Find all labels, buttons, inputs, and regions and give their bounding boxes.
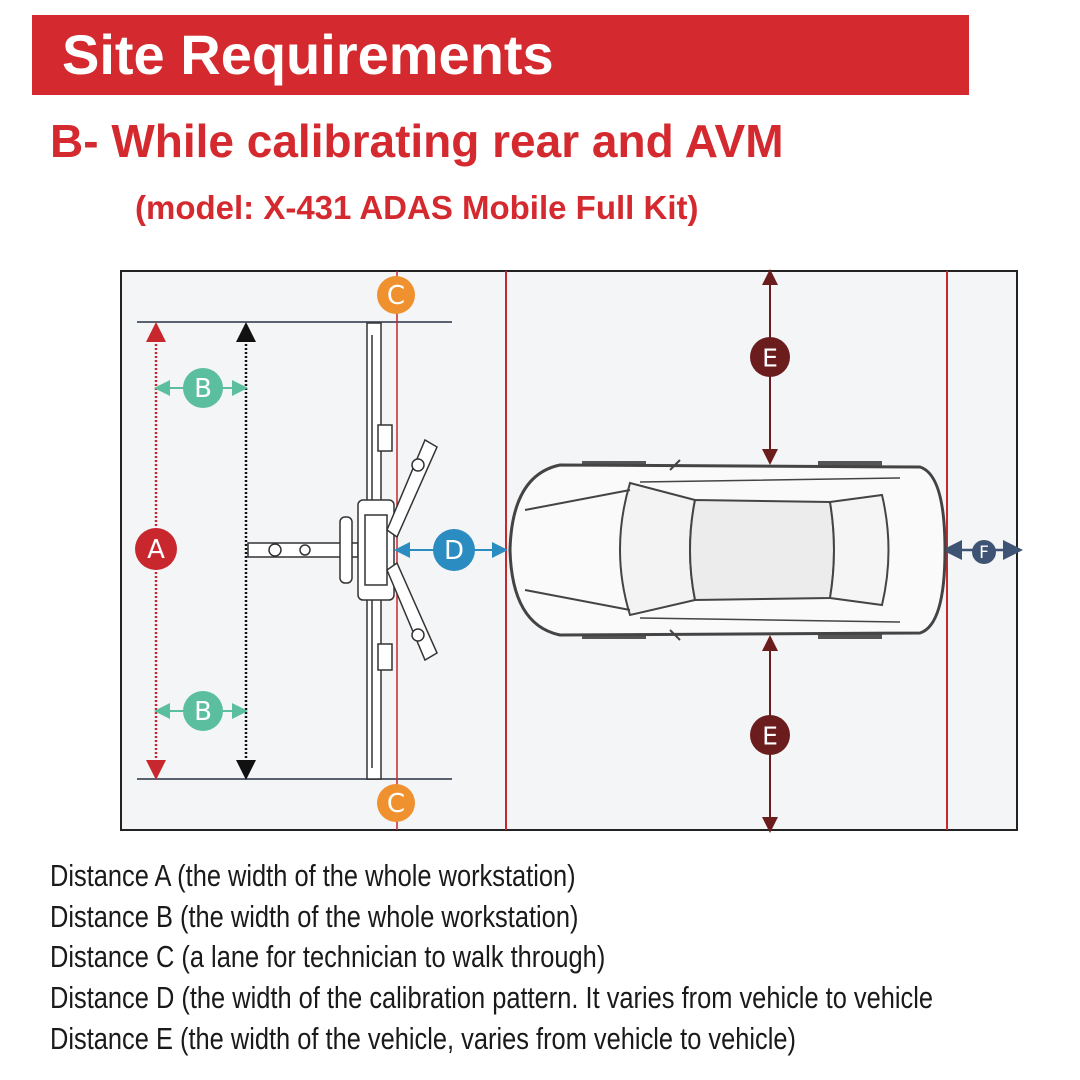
svg-text:B: B: [194, 697, 212, 727]
title-banner: Site Requirements: [32, 15, 969, 95]
legend-distance-c: Distance C (a lane for technician to wal…: [50, 939, 606, 975]
svg-text:C: C: [387, 789, 405, 819]
distance-legend: Distance A (the width of the whole works…: [50, 856, 1080, 1060]
label-e-top: E: [750, 337, 790, 377]
svg-text:E: E: [762, 344, 778, 373]
section-subtitle: B- While calibrating rear and AVM: [50, 115, 784, 167]
vehicle-top-view: [508, 459, 947, 641]
label-a: A: [135, 528, 177, 570]
label-d: D: [433, 529, 475, 571]
svg-text:A: A: [147, 535, 165, 565]
model-caption: (model: X-431 ADAS Mobile Full Kit): [135, 189, 699, 226]
label-e-bottom: E: [750, 715, 790, 755]
label-c-top: C: [377, 276, 415, 314]
svg-text:E: E: [762, 722, 778, 751]
legend-distance-d: Distance D (the width of the calibration…: [50, 980, 934, 1016]
legend-distance-b: Distance B (the width of the whole works…: [50, 898, 579, 934]
label-f: F: [972, 540, 996, 564]
label-b-top: B: [183, 368, 223, 408]
svg-text:C: C: [387, 281, 405, 311]
svg-text:D: D: [444, 536, 464, 566]
legend-distance-a: Distance A (the width of the whole works…: [50, 858, 576, 893]
legend-distance-e: Distance E (the width of the vehicle, va…: [50, 1020, 796, 1056]
page-title: Site Requirements: [62, 23, 554, 86]
label-b-bottom: B: [183, 691, 223, 731]
calibration-stand: [247, 322, 438, 780]
svg-text:F: F: [979, 543, 989, 563]
svg-text:B: B: [194, 374, 212, 404]
label-c-bottom: C: [377, 784, 415, 822]
